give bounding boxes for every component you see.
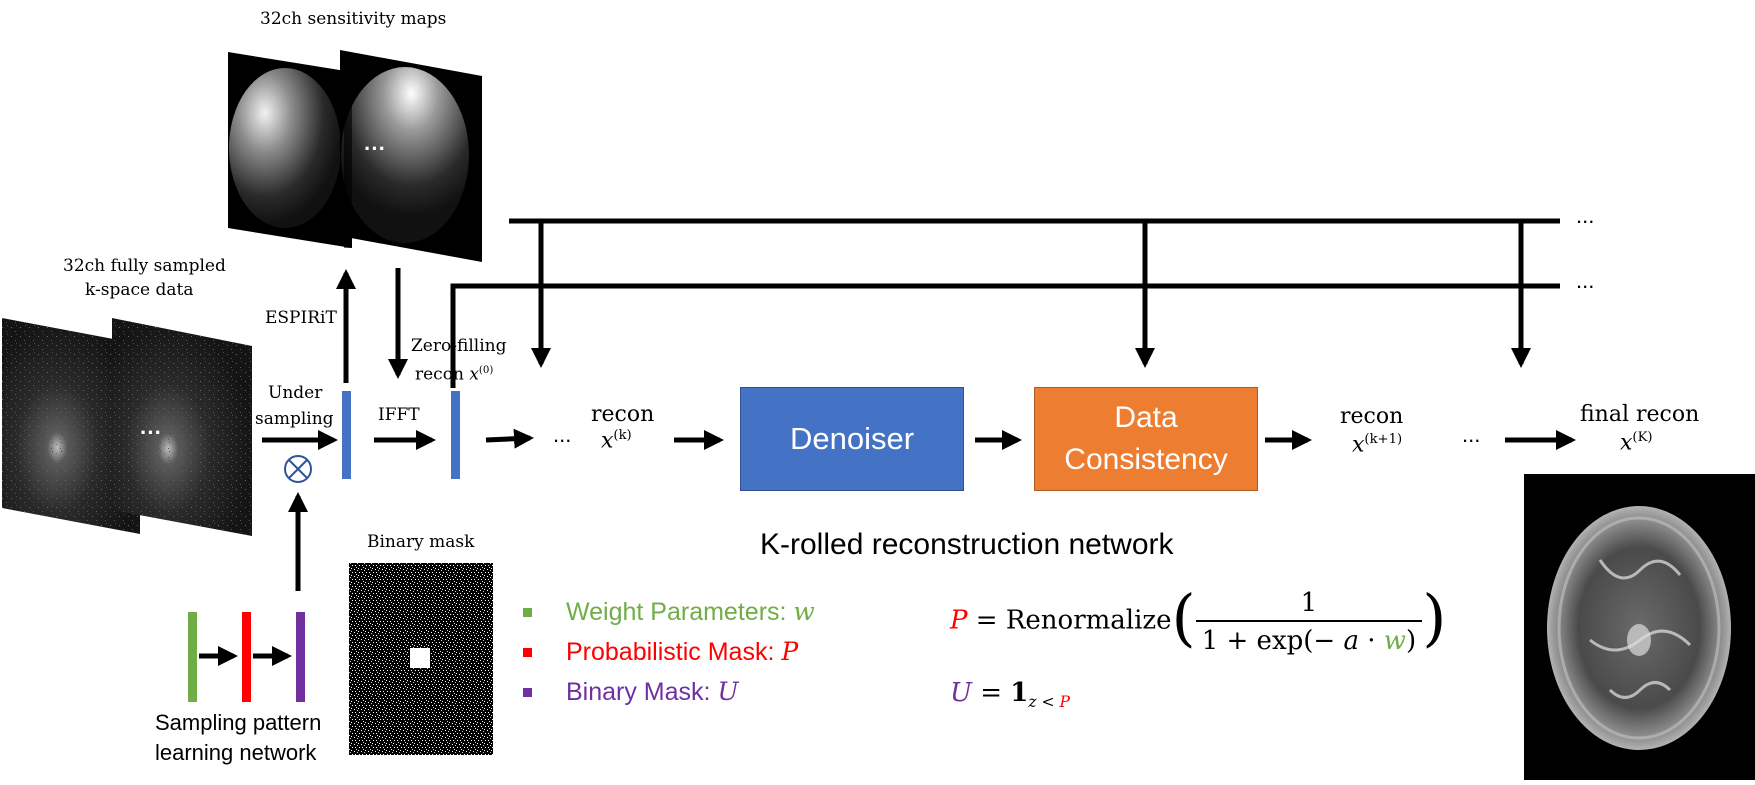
probabilistic-bar [242, 612, 251, 702]
final-recon-symbol: x(K) [1620, 430, 1653, 456]
dc-label-line1: Data [1114, 401, 1178, 434]
multiply-icon [284, 455, 312, 483]
sens-maps-ellipsis: ··· [364, 136, 386, 161]
zero-filling-label-line1: Zero-filling [411, 336, 507, 356]
bus-ellipsis-top: ... [1576, 203, 1595, 228]
sensitivity-map-stack [228, 50, 482, 262]
weight-bar [188, 612, 197, 702]
dc-label-line2: Consistency [1064, 443, 1228, 476]
bus-ellipsis-bottom: ... [1576, 268, 1595, 293]
data-consistency-block: Data Consistency [1034, 387, 1258, 491]
undersampling-label-line1: Under [268, 383, 323, 403]
sens-maps-label: 32ch sensitivity maps [260, 9, 447, 29]
legend-square-weight [523, 608, 532, 617]
kspace-ellipsis: ··· [140, 420, 162, 445]
undersampling-label-line2: sampling [255, 409, 334, 429]
sampling-net-label-line1: Sampling pattern [155, 710, 322, 735]
recon-ellipsis-right: ... [1462, 422, 1481, 447]
final-recon-label: final recon [1580, 402, 1700, 427]
network-title: K-rolled reconstruction network [760, 528, 1174, 561]
flow-arrows [199, 218, 1576, 666]
legend-square-binary [523, 688, 532, 697]
recon-k-label: recon [591, 402, 655, 427]
espirit-label: ESPIRiT [265, 308, 337, 328]
zero-filled-image-bar [451, 391, 460, 479]
equation-u: U = 1z < P [950, 678, 1071, 712]
binary-bar [296, 612, 305, 702]
recon-k-symbol: x(k) [601, 428, 632, 454]
kspace-stack [2, 318, 252, 536]
recon-k1-symbol: x(k+1) [1352, 432, 1403, 458]
ifft-label: IFFT [378, 405, 420, 425]
zero-filling-label-line2: recon x(0) [415, 364, 494, 385]
legend-weight: Weight Parameters: w [566, 597, 815, 626]
legend-probabilistic: Probabilistic Mask: P [566, 637, 799, 666]
recon-ellipsis-left: ... [553, 422, 572, 447]
binary-mask-image [349, 563, 493, 755]
legend-square-probabilistic [523, 648, 532, 657]
kspace-label-line2: k-space data [85, 280, 194, 300]
final-recon-image [1524, 474, 1755, 780]
undersampled-kspace-bar [342, 391, 351, 479]
legend-binary: Binary Mask: U [566, 677, 739, 706]
recon-k1-label: recon [1340, 404, 1404, 429]
sampling-net-label-line2: learning network [155, 740, 317, 765]
denoiser-block: Denoiser [740, 387, 964, 491]
kspace-label-line1: 32ch fully sampled [63, 256, 226, 276]
binary-mask-label: Binary mask [367, 532, 475, 552]
